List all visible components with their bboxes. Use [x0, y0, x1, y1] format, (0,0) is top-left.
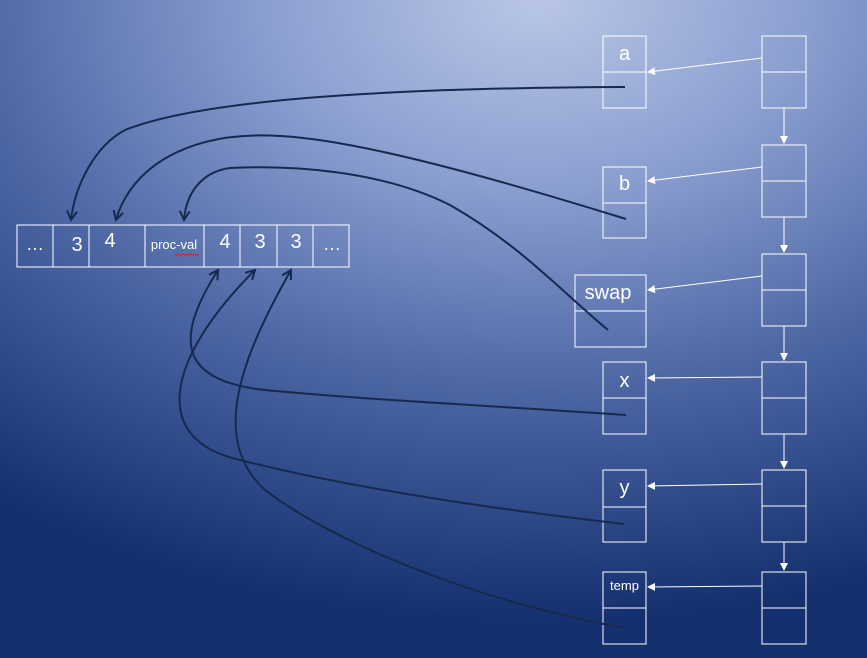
- curve-b-to-memory: [116, 134, 627, 220]
- curve-y-to-memory: [178, 270, 625, 525]
- memory-cell: [312, 224, 350, 268]
- name-arrow-y: [647, 481, 763, 490]
- memory-cell-value: 4: [104, 230, 115, 252]
- name-arrow-temp: [647, 582, 763, 591]
- spellcheck-underline: [174, 253, 200, 257]
- memory-cell-value: 3: [71, 234, 82, 256]
- name-arrow-swap: [647, 275, 763, 294]
- name-arrow-b: [647, 166, 763, 185]
- memory-cell: [88, 224, 146, 268]
- curve-swap-to-memory: [184, 166, 609, 331]
- memory-cell-proc-val: proc-val: [151, 237, 197, 252]
- variable-label-b: b: [619, 173, 630, 195]
- curve-x-to-memory: [189, 270, 627, 416]
- reference-curves: [71, 86, 627, 629]
- variable-label-a: a: [619, 43, 631, 65]
- memory-cell-value: 3: [254, 231, 265, 253]
- variable-label-temp: temp: [610, 578, 639, 593]
- name-arrow-a: [647, 57, 763, 76]
- memory-cell-value: 3: [290, 231, 301, 253]
- name-arrow-x: [647, 373, 763, 382]
- curve-temp-to-memory: [234, 270, 625, 629]
- linked-list: [647, 35, 807, 645]
- curve-a-to-memory: [71, 86, 626, 220]
- variable-table: a b swap x y temp: [574, 35, 647, 645]
- memory-cell-ellipsis-right: …: [323, 234, 341, 254]
- variable-box-y: [602, 469, 647, 543]
- memory-cell-value: 4: [219, 231, 230, 253]
- memory-strip: … 3 4 proc-val 4 3 3 …: [16, 224, 350, 268]
- variable-label-swap: swap: [585, 282, 632, 304]
- variable-label-y: y: [620, 477, 630, 499]
- memory-cell-ellipsis-left: …: [26, 234, 44, 254]
- variable-label-x: x: [620, 370, 630, 392]
